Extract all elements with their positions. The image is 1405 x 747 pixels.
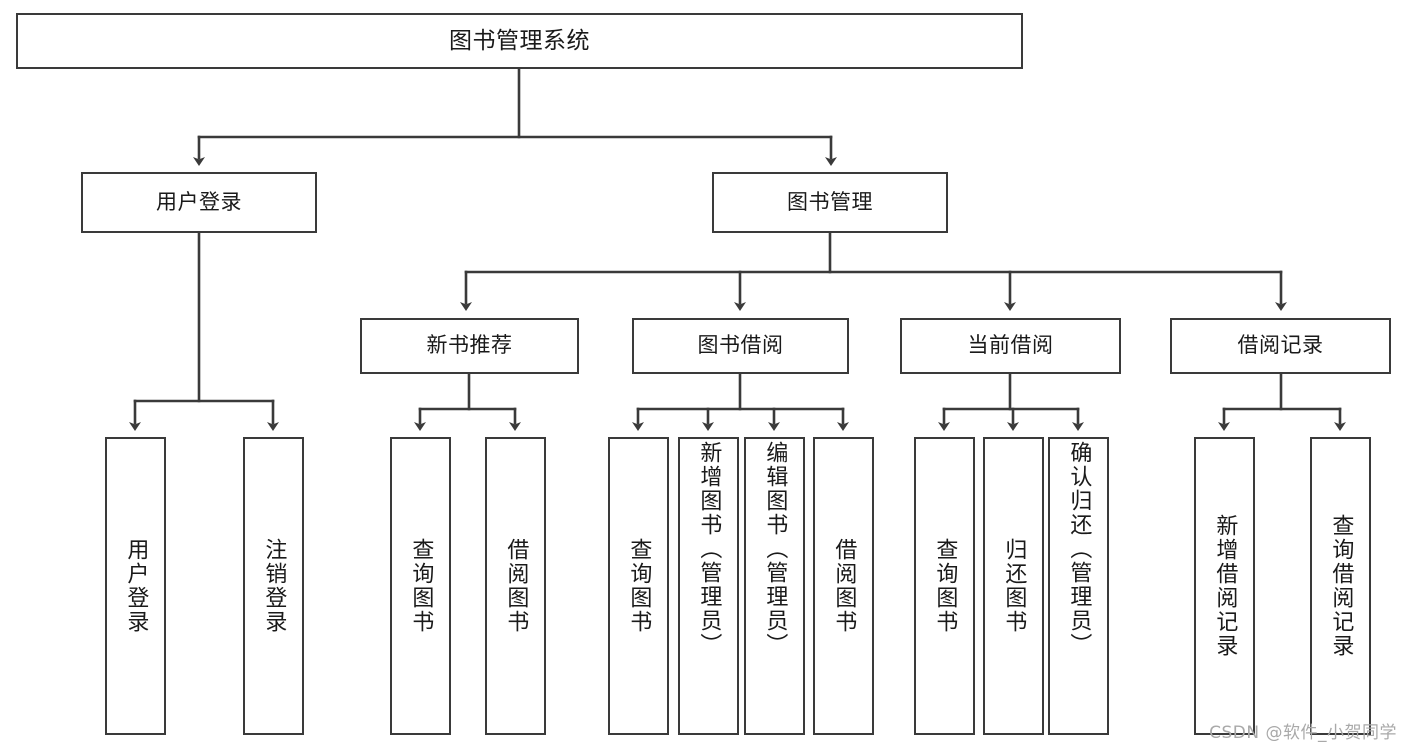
- node-root-system[interactable]: 图书管理系统: [16, 13, 1023, 69]
- node-label: 注销登录: [261, 538, 287, 634]
- node-label: 图书管理: [787, 189, 873, 214]
- node-label: 查询借阅记录: [1328, 514, 1354, 658]
- leaf-user-login-logout[interactable]: 注销登录: [243, 437, 304, 735]
- csdn-watermark: CSDN @软件_小贺同学: [1209, 723, 1397, 743]
- leaf-current-borrow-return[interactable]: 归还图书: [983, 437, 1044, 735]
- leaf-book-borrow-borrow[interactable]: 借阅图书: [813, 437, 874, 735]
- node-label: 用户登录: [156, 189, 242, 214]
- node-label: 用户登录: [123, 538, 149, 634]
- node-label: 查询图书: [626, 538, 652, 634]
- node-label: 借阅图书: [503, 538, 529, 634]
- node-book-management[interactable]: 图书管理: [712, 172, 948, 233]
- node-label: 编辑图书（管理员）: [762, 441, 788, 657]
- node-new-book-recommendation[interactable]: 新书推荐: [360, 318, 579, 374]
- leaf-user-login-login[interactable]: 用户登录: [105, 437, 166, 735]
- node-label: 当前借阅: [967, 333, 1054, 358]
- node-user-login[interactable]: 用户登录: [81, 172, 317, 233]
- node-label: 查询图书: [932, 538, 958, 634]
- node-label: 借阅图书: [831, 538, 857, 634]
- node-label: 归还图书: [1001, 538, 1027, 634]
- node-label: 新增图书（管理员）: [696, 441, 722, 657]
- node-label: 新增借阅记录: [1212, 514, 1238, 658]
- leaf-record-add[interactable]: 新增借阅记录: [1194, 437, 1255, 735]
- leaf-record-query[interactable]: 查询借阅记录: [1310, 437, 1371, 735]
- node-label: 新书推荐: [426, 333, 513, 358]
- node-current-borrowing[interactable]: 当前借阅: [900, 318, 1121, 374]
- leaf-book-borrow-edit-admin[interactable]: 编辑图书（管理员）: [744, 437, 805, 735]
- node-borrowing-record[interactable]: 借阅记录: [1170, 318, 1391, 374]
- node-label: 图书借阅: [697, 333, 784, 358]
- leaf-new-book-query[interactable]: 查询图书: [390, 437, 451, 735]
- leaf-book-borrow-query[interactable]: 查询图书: [608, 437, 669, 735]
- node-label: 确认归还（管理员）: [1066, 441, 1092, 657]
- leaf-book-borrow-add-admin[interactable]: 新增图书（管理员）: [678, 437, 739, 735]
- leaf-current-borrow-query[interactable]: 查询图书: [914, 437, 975, 735]
- node-label: 借阅记录: [1237, 333, 1324, 358]
- node-label: 查询图书: [408, 538, 434, 634]
- node-label: 图书管理系统: [449, 27, 590, 54]
- leaf-current-borrow-confirm-return-admin[interactable]: 确认归还（管理员）: [1048, 437, 1109, 735]
- node-book-borrowing[interactable]: 图书借阅: [632, 318, 849, 374]
- leaf-new-book-borrow[interactable]: 借阅图书: [485, 437, 546, 735]
